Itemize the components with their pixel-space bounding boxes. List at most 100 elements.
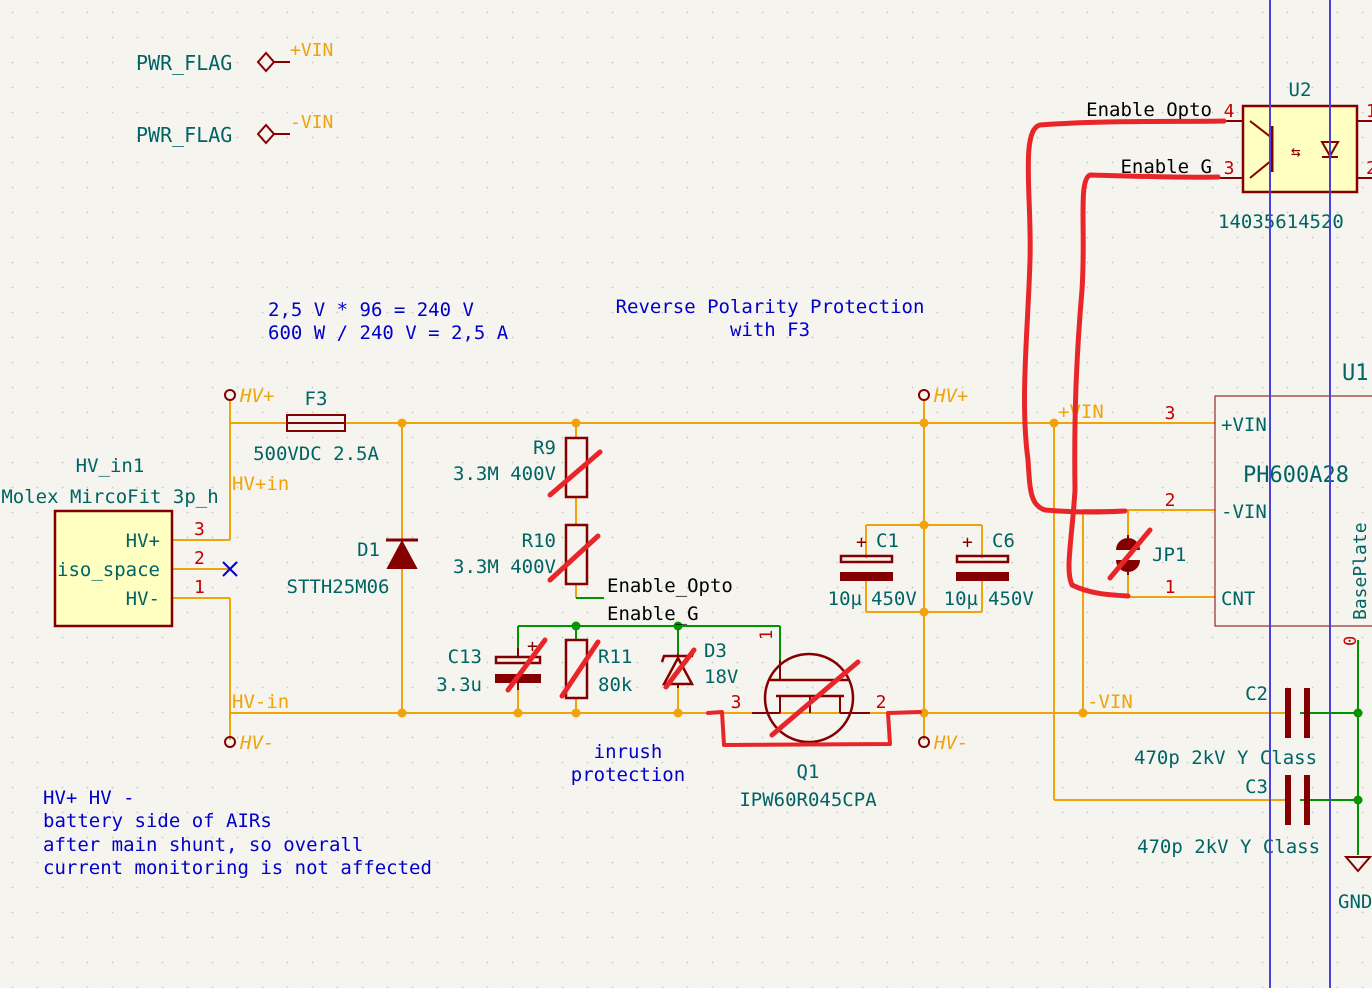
pin-name: HV+ <box>126 530 160 552</box>
pin-number: 3 <box>194 519 205 540</box>
hv-note-line: after main shunt, so overall <box>43 834 363 856</box>
optocoupler-body <box>1241 104 1359 194</box>
capacitor-plate <box>1285 775 1291 825</box>
component-ref: C6 <box>992 530 1015 552</box>
component-ref: Q1 <box>797 761 820 783</box>
reverse-line-2: with F3 <box>730 319 810 341</box>
hv-note-line: current monitoring is not affected <box>43 857 432 879</box>
component-value: STTH25M06 <box>287 576 390 598</box>
calc-line-2: 600 W / 240 V = 2,5 A <box>268 322 509 344</box>
component-ref: D1 <box>357 539 380 561</box>
inrush-note: inrush protection <box>571 741 685 786</box>
pwr-flag-ref: PWR_FLAG <box>136 123 232 147</box>
resistor-r10[interactable]: R10 3.3M 400V <box>453 523 589 586</box>
ground-symbol[interactable]: GND <box>1338 856 1372 913</box>
pin-number: 4 <box>1224 101 1235 122</box>
pwr-flag-net: +VIN <box>290 40 333 61</box>
component-value: Molex MircoFit 3p_h <box>1 486 218 508</box>
capacitor-c2[interactable]: C2 470p 2kV Y Class <box>1134 683 1317 769</box>
net-label-enable-g[interactable]: Enable_G <box>607 603 699 625</box>
component-value: 3.3M 400V <box>453 556 556 578</box>
net-label-hv-minus-in[interactable]: HV-in <box>232 691 289 713</box>
fuse-f3[interactable]: F3 500VDC 2.5A <box>253 388 379 465</box>
component-ref: U1 <box>1342 361 1369 386</box>
pin-number: 1 <box>757 630 777 640</box>
component-value: 500VDC 2.5A <box>253 443 379 465</box>
pwr-flag-net: -VIN <box>290 112 333 133</box>
pin-number: 1 <box>1366 101 1372 122</box>
ground-icon <box>1343 856 1372 873</box>
component-ref: D3 <box>704 640 727 662</box>
connector-body <box>53 509 174 628</box>
component-ref: F3 <box>305 388 328 410</box>
power-port-circle <box>918 736 930 748</box>
component-value: 450V <box>988 588 1034 610</box>
net-label-enable-g-u2[interactable]: Enable_G <box>1120 156 1212 178</box>
capacitor-plate-positive <box>839 554 894 564</box>
power-port-hv-minus-left[interactable]: HV- <box>224 732 274 754</box>
capacitor-c1[interactable]: C1 + 10µ 450V <box>828 530 917 610</box>
inrush-line-1: inrush <box>594 741 663 763</box>
red-markup-enable-opto-wire <box>1022 118 1227 515</box>
power-port-label: HV- <box>933 732 968 754</box>
capacitor-plate-negative <box>840 572 893 581</box>
net-label-minus-vin[interactable]: -VIN <box>1087 691 1133 713</box>
component-ref: R10 <box>522 530 556 552</box>
power-port-hv-minus-right[interactable]: HV- <box>918 732 968 754</box>
red-markup-q1-bypass <box>706 710 922 747</box>
component-value: 10µ <box>944 588 978 610</box>
pin-number: 1 <box>194 577 205 598</box>
power-port-label: HV- <box>239 732 274 754</box>
pin-number: 2 <box>1165 490 1176 511</box>
pin-name: +VIN <box>1221 414 1267 436</box>
no-connect-icon <box>222 561 238 577</box>
pin-number: 2 <box>1366 158 1372 179</box>
component-value: 18V <box>704 666 738 688</box>
capacitor-plate <box>1304 688 1310 738</box>
power-port-circle <box>918 389 930 401</box>
pwr-flag-minus-vin[interactable]: PWR_FLAG -VIN <box>136 112 333 147</box>
component-ref: C3 <box>1245 776 1268 798</box>
power-port-circle <box>224 736 236 748</box>
component-value: IPW60R045CPA <box>739 789 877 811</box>
capacitor-plate-negative <box>956 572 1009 581</box>
converter-body <box>1214 395 1372 627</box>
capacitor-c3[interactable]: C3 470p 2kV Y Class <box>1137 775 1320 858</box>
connector-hv-in1[interactable]: HV_in1 Molex MircoFit 3p_h HV+ iso_space… <box>1 455 238 628</box>
pwr-flag-plus-vin[interactable]: PWR_FLAG +VIN <box>136 40 333 75</box>
component-ref: C1 <box>876 530 899 552</box>
capacitor-c6[interactable]: C6 + 10µ 450V <box>944 530 1034 610</box>
power-port-hv-plus-right[interactable]: HV+ <box>918 385 968 407</box>
baseplate-label: BasePlate <box>1350 522 1371 620</box>
component-value: 14035614520 <box>1218 211 1344 233</box>
light-arrows-icon: ⇆ <box>1291 142 1301 161</box>
power-port-label: HV+ <box>239 385 274 407</box>
optocoupler-u2[interactable]: U2 ⇆ 4 3 1 2 14035614520 <box>1213 79 1372 233</box>
component-ref: R9 <box>533 437 556 459</box>
net-label-plus-vin[interactable]: +VIN <box>1058 401 1104 423</box>
pin-name: CNT <box>1221 588 1255 610</box>
hv-note: HV+ HV - battery side of AIRs after main… <box>43 787 432 879</box>
capacitor-plate <box>1304 775 1310 825</box>
power-port-hv-plus-left[interactable]: HV+ <box>224 385 274 407</box>
component-ref: JP1 <box>1152 544 1186 566</box>
resistor-r9[interactable]: R9 3.3M 400V <box>453 436 589 499</box>
calc-note: 2,5 V * 96 = 240 V 600 W / 240 V = 2,5 A <box>268 299 509 344</box>
capacitor-plate-positive <box>955 554 1010 564</box>
net-label-hv-plus-in[interactable]: HV+in <box>232 473 289 495</box>
power-port-label: HV+ <box>933 385 968 407</box>
converter-u1[interactable]: U1 +VIN -VIN CNT 3 2 1 PH600A28 BasePlat… <box>1165 361 1372 646</box>
diode-triangle <box>386 539 418 569</box>
component-value: PH600A28 <box>1243 463 1349 488</box>
pin-number: 2 <box>194 548 205 569</box>
diode-d1[interactable]: D1 STTH25M06 <box>287 538 418 598</box>
net-label-enable-opto[interactable]: Enable_Opto <box>607 575 733 597</box>
plus-icon: + <box>962 532 973 553</box>
mosfet-body <box>763 652 855 744</box>
green-junctions <box>571 621 1363 805</box>
hv-note-line: HV+ HV - <box>43 787 135 809</box>
hv-note-line: battery side of AIRs <box>43 810 272 832</box>
calc-line-1: 2,5 V * 96 = 240 V <box>268 299 474 321</box>
net-label-enable-opto-u2[interactable]: Enable_Opto <box>1086 99 1212 121</box>
